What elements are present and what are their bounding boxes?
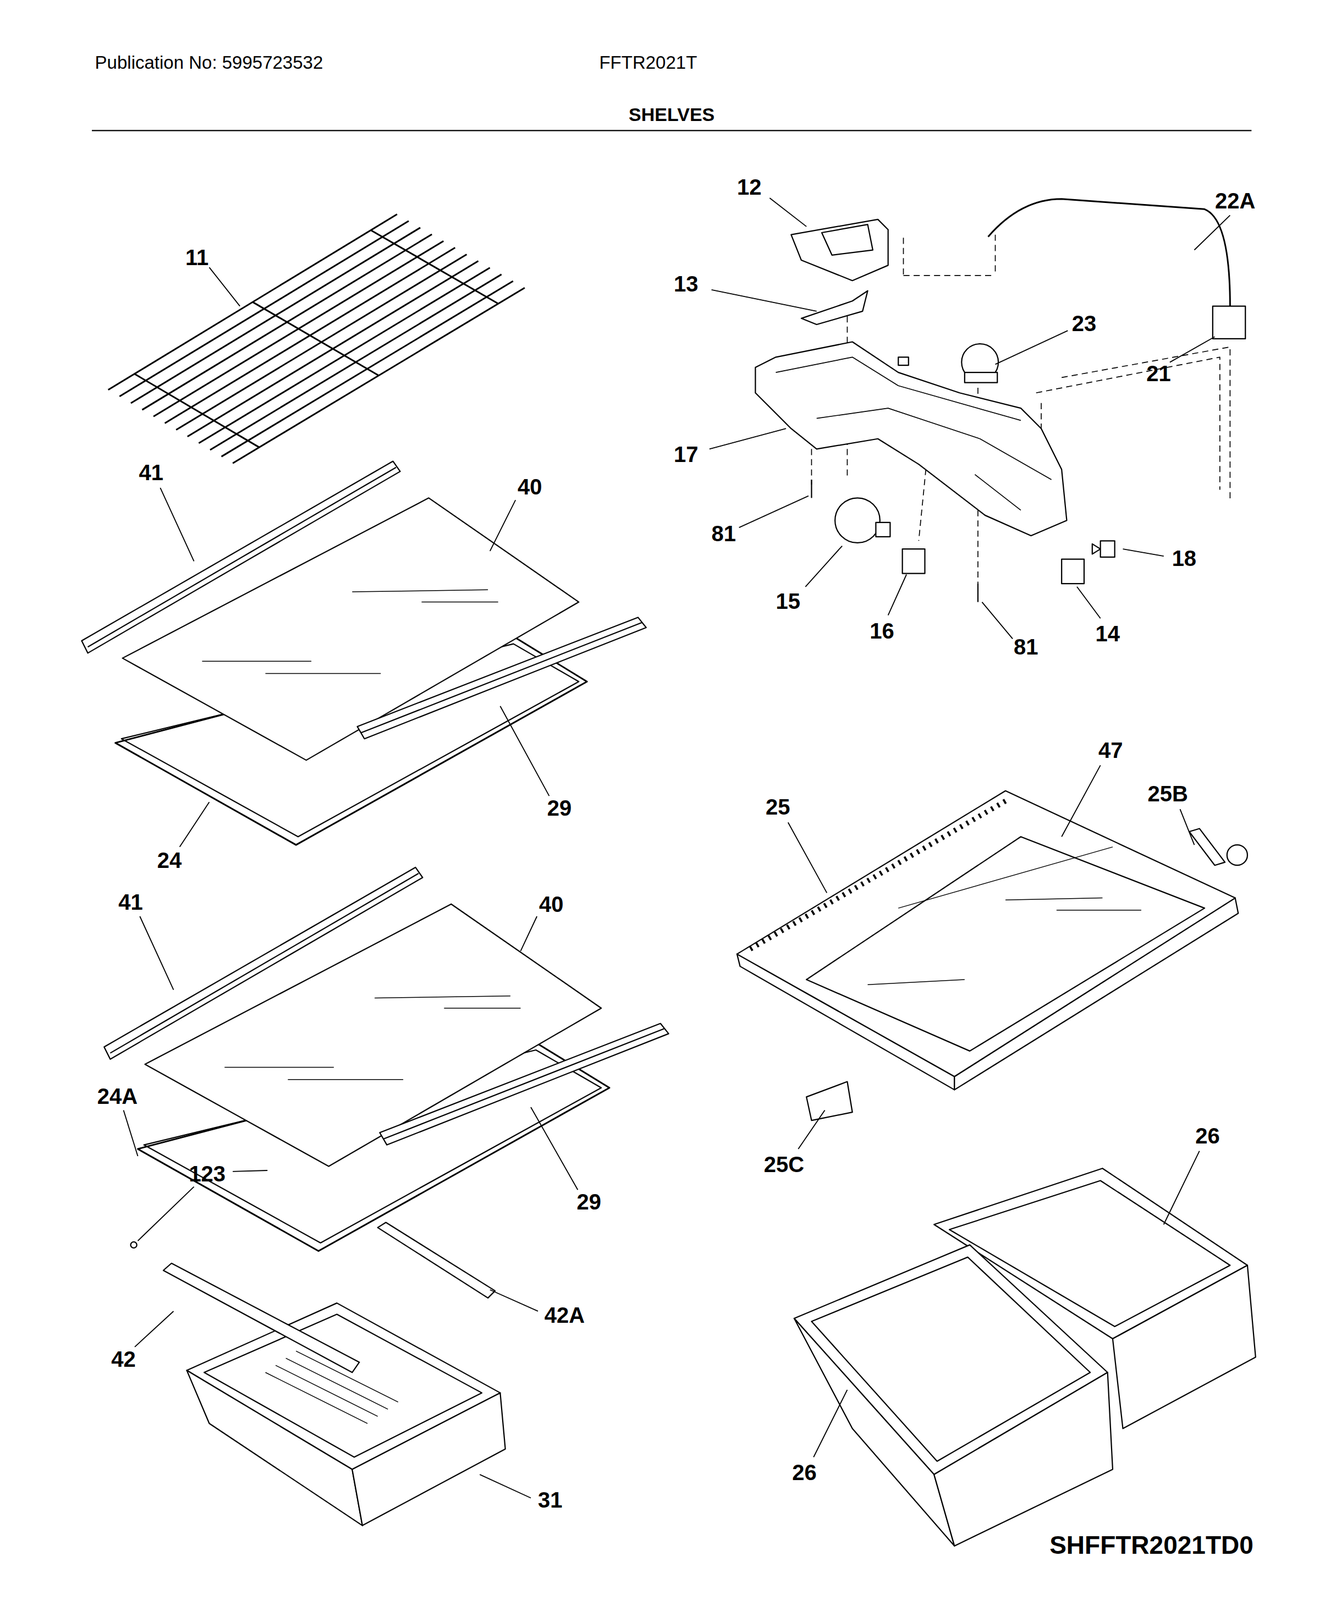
callout-number: 31 <box>537 1488 563 1511</box>
callout-number: 42 <box>111 1348 136 1371</box>
callout-number: 42A <box>544 1304 585 1327</box>
callout-number: 81 <box>711 522 737 545</box>
callout-number: 40 <box>539 893 564 916</box>
callout-number: 12 <box>737 176 762 199</box>
callout-number: 24 <box>157 849 183 872</box>
callout-number: 22A <box>1214 189 1256 212</box>
header-rule <box>91 129 1252 131</box>
callout-number: 123 <box>188 1162 226 1185</box>
callout-number: 41 <box>118 891 144 914</box>
callout-number: 25B <box>1147 782 1188 805</box>
glass-shelf-upper <box>81 461 646 846</box>
diagram-code: SHFFTR2021TD0 <box>1049 1532 1254 1558</box>
callout-number: 18 <box>1172 547 1197 570</box>
deli-tray <box>737 790 1248 1121</box>
callout-number: 29 <box>547 796 573 819</box>
crisper-drawer <box>130 1222 506 1526</box>
callout-number: 24A <box>97 1085 138 1108</box>
callout-number: 21 <box>1146 362 1171 385</box>
crisper-bins <box>794 1168 1256 1546</box>
glass-shelf-lower <box>103 867 669 1252</box>
callout-number: 14 <box>1095 622 1120 645</box>
callout-number: 25 <box>765 795 791 818</box>
page-title: SHELVES <box>628 105 715 124</box>
callout-number: 23 <box>1071 312 1097 335</box>
callout-number: 26 <box>1195 1124 1220 1147</box>
callout-number: 26 <box>792 1461 817 1484</box>
callout-number: 17 <box>673 443 699 466</box>
wire-shelf <box>108 214 525 464</box>
callout-number: 41 <box>138 461 164 484</box>
callout-number: 29 <box>576 1190 602 1213</box>
callout-number: 11 <box>185 246 209 269</box>
header-text: FFTR2021T <box>598 53 697 72</box>
callout-number: 40 <box>517 475 543 498</box>
header-text: Publication No: 5995723532 <box>95 53 324 72</box>
light-housing <box>755 199 1246 603</box>
callout-number: 13 <box>673 272 699 295</box>
callout-number: 47 <box>1098 739 1124 762</box>
callout-number: 25C <box>763 1153 805 1176</box>
callout-number: 15 <box>776 590 801 613</box>
callout-number: 16 <box>869 619 895 642</box>
leader-lines <box>123 198 1231 1499</box>
callout-number: 81 <box>1013 635 1039 658</box>
